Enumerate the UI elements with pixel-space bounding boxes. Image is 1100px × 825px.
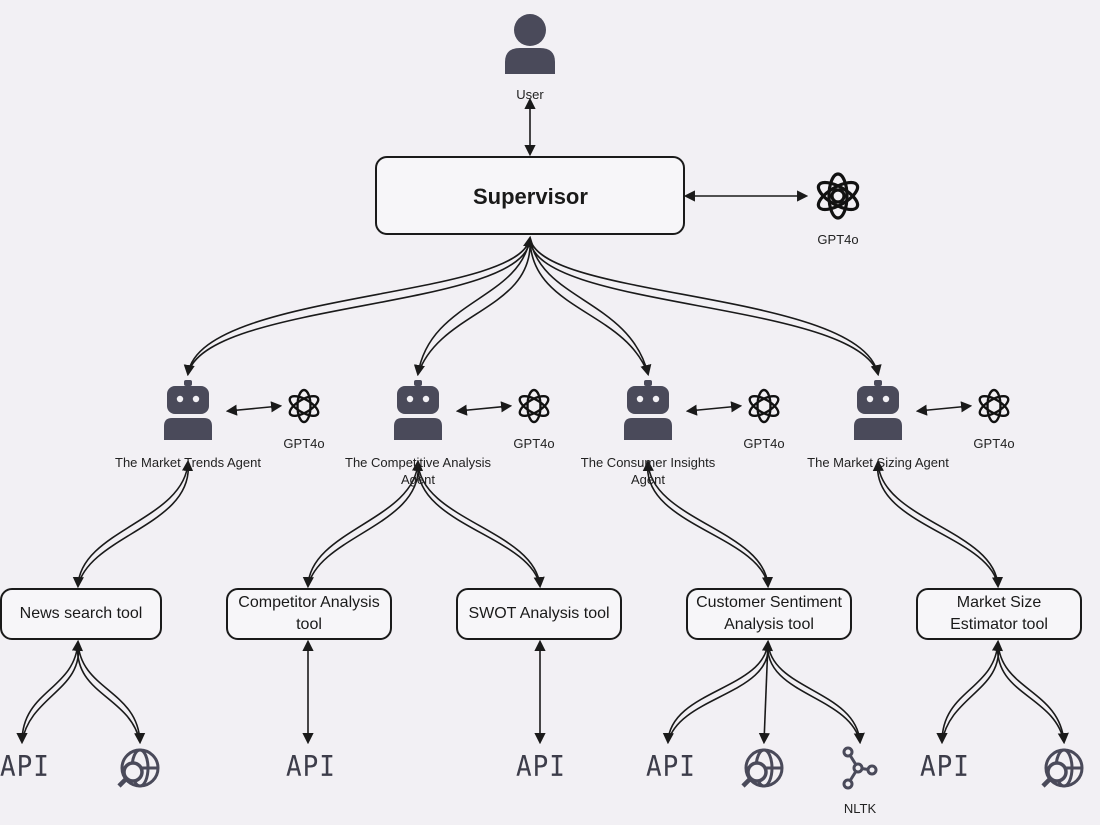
network-icon	[842, 746, 878, 790]
edge-size-web	[997, 641, 1069, 745]
edge-news-web	[77, 641, 146, 745]
agent-model-label: GPT4o	[283, 436, 325, 451]
agent-model-label: GPT4o	[973, 436, 1015, 451]
tool-competitor-analysis: Competitor Analysis tool	[226, 588, 392, 640]
api-icon: API	[286, 750, 336, 784]
agent-model-label: GPT4o	[743, 436, 785, 451]
edge-agent3-sentiment	[642, 459, 774, 589]
api-icon: API	[920, 750, 970, 784]
web-search-icon	[117, 748, 160, 788]
edge-size-api	[936, 639, 1004, 745]
agent-label-consumer-insights: The Consumer Insights Agent	[580, 455, 716, 487]
edge-agent2-gpt	[455, 401, 513, 416]
edge-agent2-swot	[417, 461, 545, 589]
edge-supervisor-agent-3	[529, 237, 652, 377]
openai-icon	[816, 172, 860, 220]
agent-bot-icon	[624, 380, 672, 440]
agent-bot-icon	[164, 380, 212, 440]
api-icon: API	[516, 750, 566, 784]
openai-icon	[518, 388, 550, 424]
agent-model-label: GPT4o	[513, 436, 555, 451]
agent-bot-icon	[854, 380, 902, 440]
edge-supervisor-agent-2	[413, 237, 531, 377]
tool-news-search: News search tool	[0, 588, 162, 640]
supervisor-node: Supervisor	[375, 156, 685, 235]
agent-bot-icon	[394, 380, 442, 440]
edge-sentiment-api	[662, 639, 774, 745]
nltk-label: NLTK	[843, 801, 877, 816]
user-label: User	[516, 87, 544, 102]
web-search-icon	[1041, 748, 1084, 788]
api-icon: API	[646, 750, 696, 784]
edge-supervisor-agent-1	[183, 235, 535, 377]
edge-agent1-gpt	[225, 401, 283, 416]
edge-supervisor-agent-4	[529, 237, 882, 377]
tool-customer-sentiment: Customer Sentiment Analysis tool	[686, 588, 852, 640]
agent-label-market-trends: The Market Trends Agent	[115, 455, 261, 470]
user-icon	[505, 14, 555, 74]
web-search-icon	[741, 748, 784, 788]
edge-agent4-gpt	[915, 401, 973, 416]
edge-sentiment-nltk	[767, 641, 865, 745]
openai-icon	[748, 388, 780, 424]
supervisor-title: Supervisor	[473, 184, 588, 209]
agent-label-competitive-analysis: The Competitive Analysis Agent	[345, 455, 491, 487]
edge-agent3-gpt	[685, 401, 743, 416]
edge-agent4-size	[872, 459, 1004, 589]
api-icon: API	[0, 750, 50, 784]
openai-icon	[978, 388, 1010, 424]
tool-market-size-estimator: Market Size Estimator tool	[916, 588, 1082, 640]
agent-label-market-sizing: The Market Sizing Agent	[807, 455, 949, 470]
edge-sentiment-web	[758, 641, 770, 745]
edge-news-api	[16, 639, 84, 745]
openai-icon	[288, 388, 320, 424]
supervisor-model-label: GPT4o	[817, 232, 859, 247]
edge-agent2-competitor	[302, 459, 424, 589]
tool-swot-analysis: SWOT Analysis tool	[456, 588, 622, 640]
edge-agent1-news	[72, 459, 194, 589]
